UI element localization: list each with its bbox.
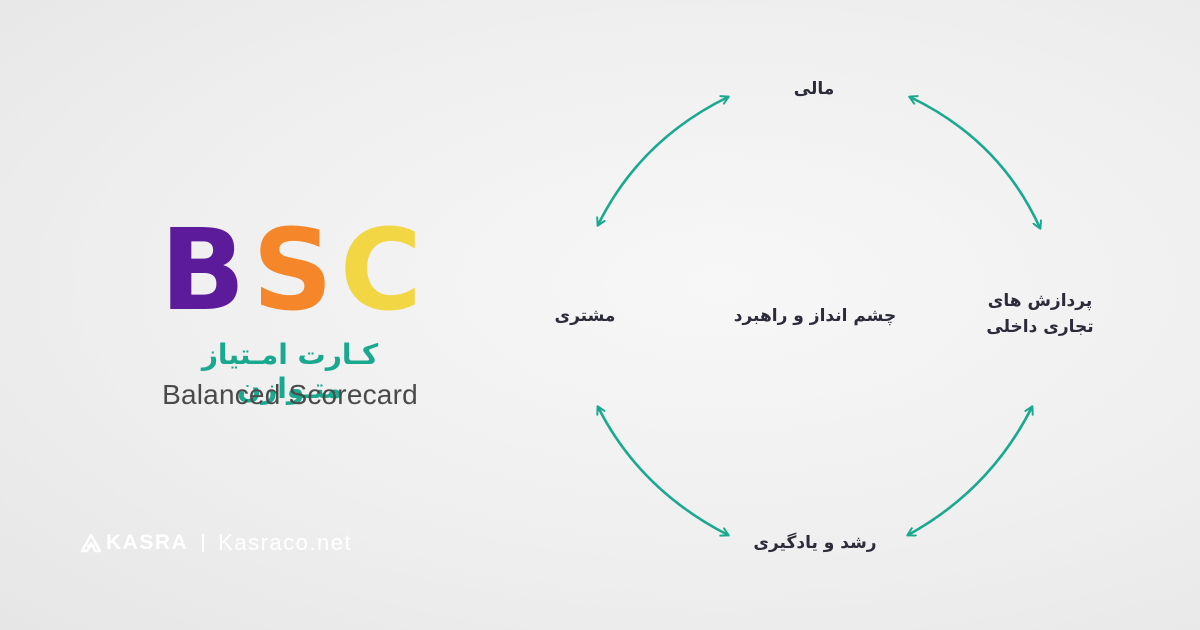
arrow-bottom-left: [598, 407, 728, 535]
node-internal-processes-line2: تجاری داخلی: [986, 317, 1094, 337]
bsc-letter-c: C: [339, 206, 422, 336]
arrow-top-left: [598, 97, 728, 225]
node-vision-strategy: چشم انداز و راهبرد: [733, 306, 897, 326]
bsc-letter-b: B: [160, 206, 246, 336]
bsc-logo: B S C: [160, 215, 422, 327]
node-customer: مشتری: [554, 306, 616, 326]
bsc-letter-s: S: [252, 206, 333, 336]
brand-url: Kasraco.net: [218, 530, 353, 555]
brand-logo: KASRA: [80, 531, 188, 555]
arrow-bottom-right: [908, 407, 1032, 535]
brand-name: KASRA: [106, 531, 189, 554]
node-learning-growth: رشد و یادگیری: [753, 533, 877, 553]
brand-footer: KASRA Kasraco.net: [80, 528, 352, 558]
node-internal-processes: پردازش های تجاری داخلی: [960, 288, 1120, 340]
brand-divider: [202, 534, 205, 552]
title-persian: کـارت امـتیاز متـوازن: [201, 338, 379, 405]
title-english: Balanced Scorecard: [162, 379, 418, 410]
kasra-mark-icon: [80, 533, 102, 553]
node-financial: مالی: [793, 79, 835, 99]
node-internal-processes-line1: پردازش های: [987, 291, 1093, 311]
arrow-top-right: [910, 97, 1040, 228]
